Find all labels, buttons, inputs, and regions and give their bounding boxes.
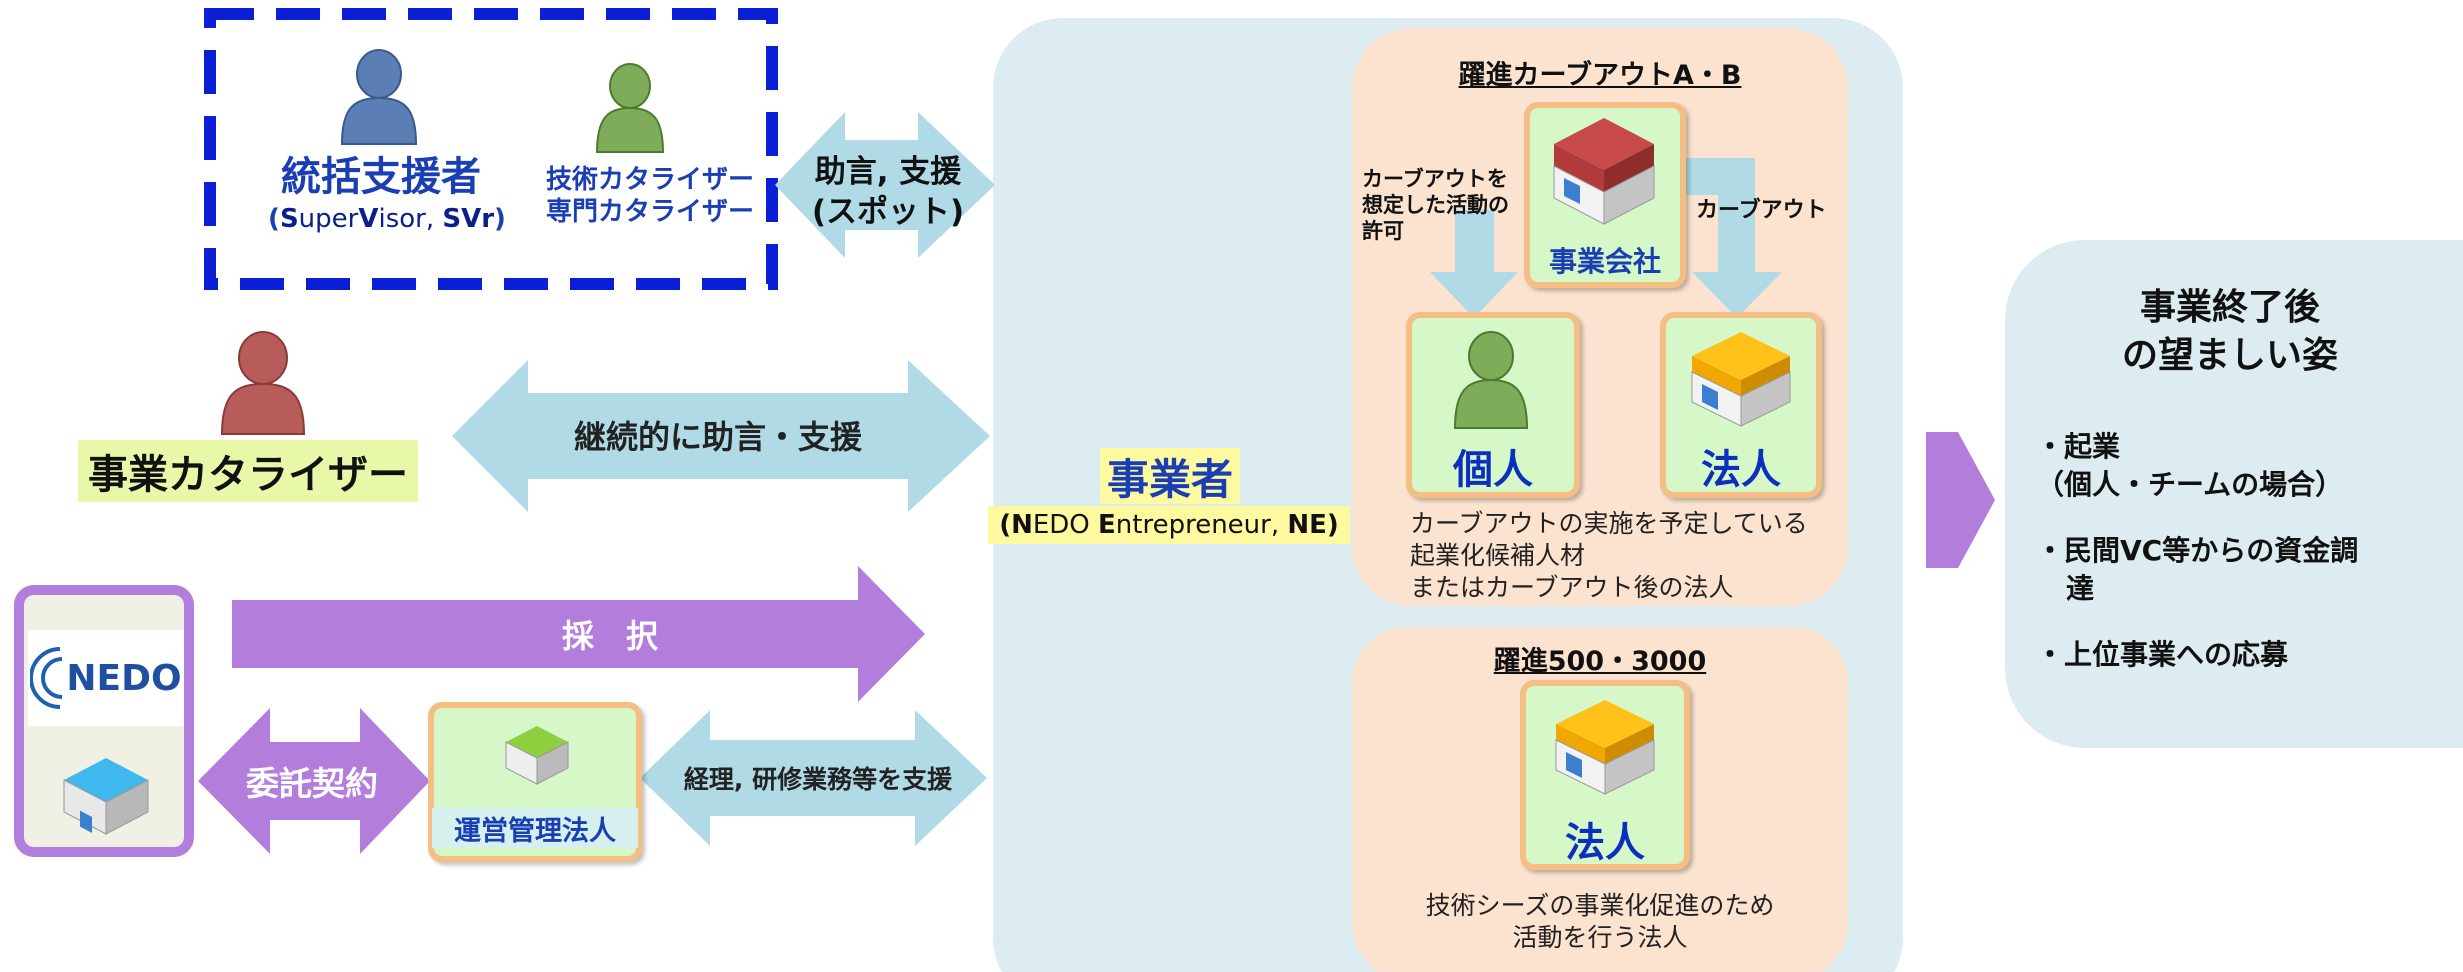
carveout-desc-line2: 起業化候補人材	[1410, 541, 1586, 570]
corporation-building-icon	[1691, 332, 1791, 427]
spot-support-label: 助言, 支援 (スポット)	[788, 152, 988, 232]
supervisor-s: S	[279, 204, 299, 234]
bullet-startup-note: （個人・チームの場合）	[2036, 468, 2344, 501]
accounting-support-label: 経理, 研修業務等を支援	[683, 765, 953, 794]
ne-ntrepreneur: ntrepreneur,	[1115, 510, 1288, 540]
permission-line3: 許可	[1362, 219, 1404, 243]
ne-n: N	[1011, 510, 1033, 540]
spot-support-arrow	[775, 112, 995, 258]
transition-arrow	[1926, 432, 1995, 568]
box500-title: 躍進500・3000	[1493, 645, 1707, 677]
ne-edo: EDO	[1032, 510, 1099, 540]
after-project-title: 事業終了後 の望ましい姿	[2040, 284, 2420, 380]
tech-catalyzer-line1: 技術カタライザー	[545, 165, 754, 195]
ne-paren-open: (	[999, 510, 1012, 540]
paren-open: (	[268, 204, 280, 234]
carveout-arrow-text: カーブアウト	[1696, 198, 1827, 223]
person-green-icon	[1453, 331, 1529, 429]
supervisor-abbr: SVr	[442, 204, 495, 234]
nedo-logo: NEDO	[28, 630, 184, 726]
corporation-label: 法人	[1701, 447, 1781, 493]
corporation-building-icon	[1555, 700, 1655, 795]
person-green-icon	[595, 63, 665, 153]
person-red-icon	[220, 331, 306, 435]
ne-paren-close: )	[1326, 510, 1339, 540]
business-catalyzer-label: 事業カタライザー	[78, 440, 418, 502]
carveout-right-arrow	[1680, 158, 1782, 318]
spot-support-line2: (スポット)	[811, 194, 965, 230]
management-building-icon	[505, 726, 569, 785]
permission-arrow-text: カーブアウトを 想定した活動の 許可	[1362, 166, 1532, 244]
company-building-icon	[1553, 118, 1655, 225]
continuous-support-label: 継続的に助言・支援	[573, 418, 862, 456]
after-project-panel	[2005, 240, 2463, 748]
box500-desc-line1: 技術シーズの事業化促進のため	[1425, 891, 1775, 920]
bullet-startup: ・起業	[2036, 430, 2121, 463]
supervisor-isor: isor,	[378, 204, 443, 234]
carveout-description: カーブアウトの実施を予定している 起業化候補人材 またはカーブアウト後の法人	[1410, 508, 1850, 604]
carveout-desc-line1: カーブアウトの実施を予定している	[1410, 509, 1808, 538]
management-label: 運営管理法人	[432, 808, 638, 848]
permission-line2: 想定した活動の	[1362, 193, 1509, 217]
consultant-group-box	[204, 8, 778, 290]
box500-description: 技術シーズの事業化促進のため 活動を行う法人	[1370, 890, 1830, 954]
consignment-arrow	[198, 708, 430, 854]
carveout-left-arrow	[1430, 210, 1518, 318]
ne-e: E	[1098, 510, 1116, 540]
after-project-bullets: ・起業 （個人・チームの場合） ・民間VC等からの資金調 達 ・上位事業への応募	[2036, 428, 2456, 674]
supervisor-v: V	[358, 204, 379, 234]
company-label: 事業会社	[1548, 245, 1661, 278]
nedo-building-icon	[63, 758, 149, 835]
after-title-line1: 事業終了後	[2139, 287, 2320, 328]
continuous-support-arrow	[452, 360, 990, 512]
entrepreneur-title: 事業者	[1100, 448, 1240, 504]
spot-support-line1: 助言, 支援	[814, 154, 962, 190]
permission-line1: カーブアウトを	[1362, 167, 1508, 191]
person-blue-icon	[340, 49, 418, 145]
carveout-title: 躍進カーブアウトA・B	[1458, 59, 1742, 91]
box500-corporation-label: 法人	[1565, 820, 1645, 866]
ne-abbr: NE	[1287, 510, 1327, 540]
box500-desc-line2: 活動を行う法人	[1512, 923, 1688, 952]
supervisor-uper: uper	[298, 204, 359, 234]
bullet-vc-cont: 達	[2066, 572, 2095, 605]
tech-catalyzer-line2: 専門カタライザー	[545, 197, 754, 227]
after-title-line2: の望ましい姿	[2121, 335, 2338, 376]
bullet-vc: ・民間VC等からの資金調	[2036, 534, 2359, 567]
nedo-logo-text: NEDO	[66, 657, 182, 699]
supervisor-subtitle: (SuperVisor, SVr)	[252, 204, 522, 242]
entrepreneur-subtitle: (NEDO Entrepreneur, NE)	[988, 506, 1350, 544]
carveout-desc-line3: またはカーブアウト後の法人	[1410, 573, 1734, 602]
adoption-label: 採 択	[561, 617, 658, 655]
tech-catalyzer-label: 技術カタライザー 専門カタライザー	[526, 164, 774, 228]
supervisor-title: 統括支援者	[281, 154, 481, 200]
accounting-support-arrow	[640, 710, 987, 846]
nedo-logo-arcs	[30, 647, 63, 709]
consignment-label: 委託契約	[246, 764, 378, 803]
paren-close: )	[494, 204, 506, 234]
individual-label: 個人	[1453, 447, 1533, 493]
adoption-arrow	[232, 566, 925, 702]
bullet-upper-project: ・上位事業への応募	[2036, 638, 2289, 671]
